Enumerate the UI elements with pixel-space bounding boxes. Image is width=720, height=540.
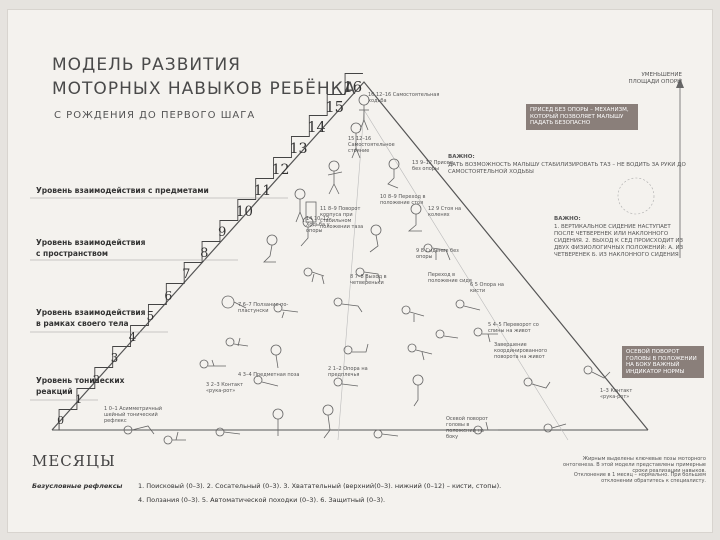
info-box-squat: Присед без опоры – механизм, который поз… [526, 104, 638, 130]
note-3: 3 2–3 Контакт «рука-рот» [206, 382, 244, 394]
step-number-6: 6 [164, 288, 173, 303]
pyramid-outline [51, 81, 649, 431]
title-line-1: МОДЕЛЬ РАЗВИТИЯ [52, 55, 241, 75]
step-number-1: 1 [74, 393, 83, 406]
note-7: 7 6–7 Ползание по-пластунски [238, 302, 289, 314]
step-number-5: 5 [146, 309, 155, 323]
note-16: 16 12–16 Самостоятельная ходьба [368, 92, 440, 104]
step-number-3: 3 [110, 351, 119, 365]
pyramid-diagram [30, 73, 684, 445]
important-2-heading: Важно: [554, 216, 581, 222]
staircase [58, 73, 363, 431]
title-line-2: МОТОРНЫХ НАВЫКОВ РЕБЁНКА [52, 79, 357, 99]
level-body-2: в рамках своего тела [36, 319, 129, 328]
note-8: 8 7–8 Выход в четвереньки [350, 274, 387, 286]
note-14: 14 10–12 Ходьба у опоры [306, 216, 330, 234]
step-number-0: 0 [57, 414, 65, 427]
step-number-16: 16 [343, 78, 363, 96]
important-1-text: Дать возможность малышу стабилизировать … [448, 162, 686, 175]
step-number-13: 13 [289, 141, 308, 157]
note-11: 11 8–9 Поворот корпуса при стабильном по… [320, 206, 364, 230]
reflexes-label: Безусловные рефлексы [32, 482, 123, 490]
step-number-14: 14 [307, 120, 326, 136]
legend-1: Жирным выделены ключевые позы моторного … [563, 456, 706, 474]
subtitle: С РОЖДЕНИЯ ДО ПЕРВОГО ШАГА [54, 110, 256, 121]
reflexes-line-1: 1. Поисковый (0–3). 2. Сосательный (0–3)… [138, 482, 502, 490]
note-6: 6 5 Опора на кисти [470, 282, 504, 294]
step-number-15: 15 [325, 99, 344, 116]
step-number-9: 9 [217, 225, 227, 240]
note-2: 2 1–2 Опора на предплечья [328, 366, 368, 378]
step-number-12: 12 [271, 162, 290, 178]
level-tonic-1: Уровень тонических [36, 376, 125, 385]
step-number-11: 11 [253, 183, 272, 199]
note-coordinated-turn: Завершение координированного поворота на… [494, 342, 548, 360]
step-number-10: 10 [235, 204, 253, 220]
note-axial-turn: Осевой поворот головы в положении на бок… [446, 416, 489, 440]
note-13: 13 9–12 Присед без опоры [412, 160, 454, 172]
note-5: 5 4–5 Переворот со спины на живот [488, 322, 539, 334]
baby-figures [123, 94, 611, 445]
poster: МОДЕЛЬ РАЗВИТИЯ МОТОРНЫХ НАВЫКОВ РЕБЁНКА… [8, 10, 712, 532]
note-9: 9 8 Сидение без опоры [416, 248, 459, 260]
level-space-1: Уровень взаимодействия [36, 238, 146, 247]
important-1-heading: Важно: [448, 154, 475, 160]
legend-2: Отклонение в 1 месяц – нормально. При бо… [573, 472, 706, 484]
axis-label: УМЕНЬШЕНИЕ ПЛОЩАДИ ОПОРЫ [628, 72, 682, 85]
axis-arrow-icon [676, 78, 684, 88]
step-number-2: 2 [92, 372, 101, 386]
level-space-2: с пространством [36, 249, 108, 258]
tree-icon [617, 177, 655, 215]
note-sitting: Переход в положение сидя [428, 272, 472, 284]
info-box-axial-turn: Осевой поворот головы в положении на бок… [622, 346, 704, 378]
level-body-1: Уровень взаимодействия [36, 308, 146, 317]
months-label: МЕСЯЦЫ [32, 452, 116, 470]
note-1: 1 0–1 Асимметричный шейный тонический ре… [104, 406, 163, 424]
step-number-7: 7 [182, 267, 191, 282]
note-12: 12 9 Стоя на коленях [428, 206, 462, 218]
level-tonic-2: реакций [36, 387, 73, 396]
reflexes-line-2: 4. Ползания (0–3). 5. Автоматической пох… [138, 496, 386, 504]
level-objects: Уровень взаимодействия с предметами [36, 186, 209, 195]
note-15: 15 12–16 Самостоятельное стояние [348, 136, 395, 154]
step-number-8: 8 [200, 246, 209, 261]
step-number-4: 4 [128, 330, 137, 344]
note-4: 4 3–4 Предметная поза [238, 372, 300, 378]
note-10: 10 8–9 Переход в положение стоя [380, 194, 426, 206]
important-2-text: 1. Вертикальное сидение наступает после … [554, 224, 684, 258]
note-hand-mouth: 1–3 Контакт «рука-рот» [600, 388, 633, 400]
